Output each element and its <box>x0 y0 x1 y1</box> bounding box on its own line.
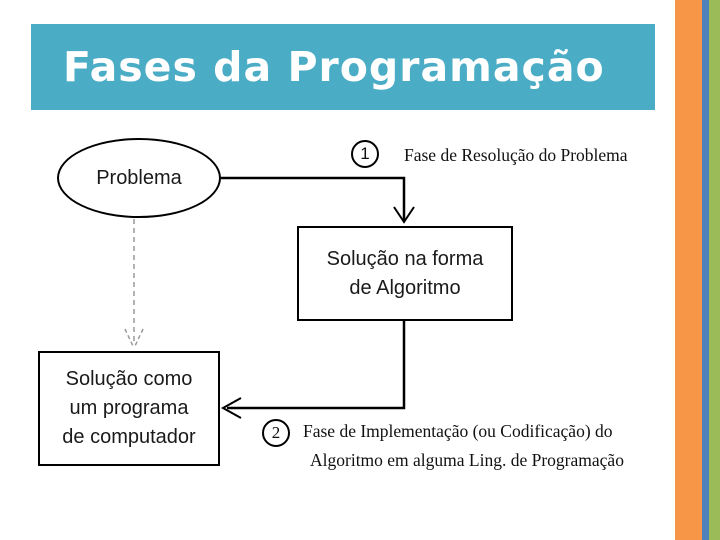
phase2-number: 2 <box>271 423 281 442</box>
node-algoritmo-line1: Solução na forma <box>326 247 484 270</box>
arrow-problem-to-algorithm <box>221 176 415 224</box>
node-algoritmo: Solução na forma de Algoritmo <box>297 226 513 321</box>
node-programa-line1: Solução como <box>65 368 193 390</box>
phase2-label: Fase de Implementação (ou Codificação) d… <box>303 417 624 474</box>
accent-stripe-green <box>709 0 720 540</box>
phase1-number-badge: 1 <box>351 140 379 168</box>
accent-stripe-blue <box>702 0 709 540</box>
title-bar: Fases da Programação <box>31 24 655 110</box>
node-algoritmo-line2: de Algoritmo <box>349 276 461 299</box>
phase1-number: 1 <box>360 144 370 163</box>
phase2-label-line1: Fase de Implementação (ou Codificação) d… <box>303 421 613 441</box>
phase1-label: Fase de Resolução do Problema <box>404 145 628 165</box>
phase2-label-line2: Algoritmo em alguma Ling. de Programação <box>310 449 624 470</box>
node-programa: Solução como um programa de computador <box>38 351 220 466</box>
dashed-arrow-problem-to-program <box>124 219 144 347</box>
accent-stripe-orange <box>675 0 702 540</box>
node-programa-line2: um programa <box>69 397 189 419</box>
arrow-algorithm-to-program <box>220 321 406 419</box>
node-problema: Problema <box>57 138 221 218</box>
node-programa-line3: de computador <box>62 426 196 448</box>
phase2-number-badge: 2 <box>262 419 290 447</box>
slide-title: Fases da Programação <box>63 43 605 91</box>
node-problema-label: Problema <box>96 166 182 189</box>
